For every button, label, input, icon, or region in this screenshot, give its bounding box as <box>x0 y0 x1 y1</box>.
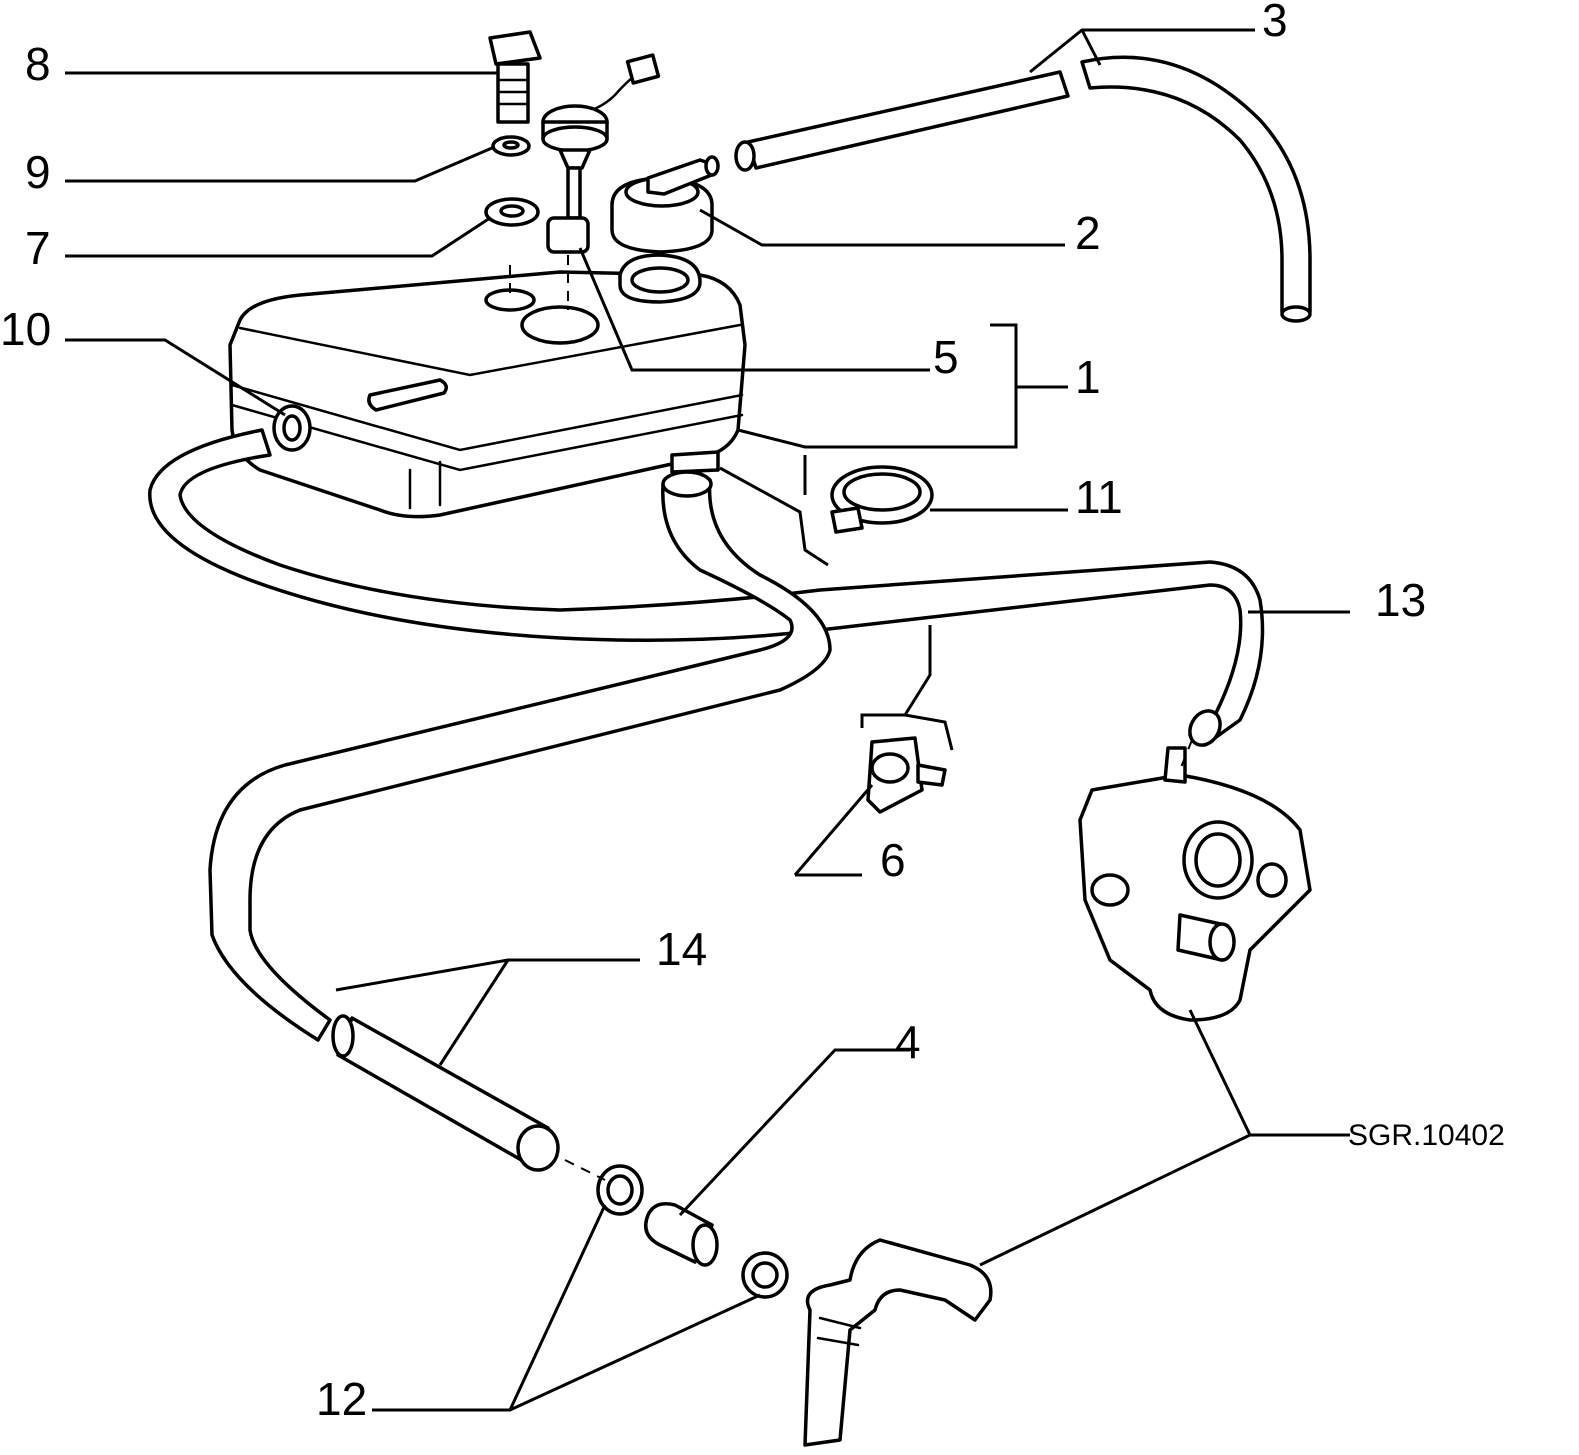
callout-8: 8 <box>25 38 51 90</box>
part-14-lower-hose <box>208 470 832 1172</box>
callout-5: 5 <box>933 331 959 383</box>
callout-14: 14 <box>656 923 707 975</box>
part-5-level-sensor <box>541 53 661 254</box>
callout-10: 10 <box>0 303 51 355</box>
part-7-grommet <box>484 197 540 227</box>
callout-1: 1 <box>1075 351 1101 403</box>
part-2-filler-cap <box>610 155 720 254</box>
callout-labels: 8 9 7 10 3 2 5 1 11 13 6 14 4 12 SGR.104… <box>0 0 1505 1425</box>
part-3-upper-hose <box>734 55 1312 323</box>
part-6-clip <box>866 736 947 814</box>
part-12-clamps <box>596 1164 789 1299</box>
callout-12: 12 <box>316 1373 367 1425</box>
part-8-bolt <box>488 30 542 124</box>
reference-code: SGR.10402 <box>1348 1119 1505 1152</box>
bottom-pipe <box>803 1238 993 1447</box>
callout-3: 3 <box>1262 0 1288 46</box>
part-4-fitting <box>644 1202 719 1267</box>
callout-9: 9 <box>25 146 51 198</box>
part-9-washer <box>491 135 531 157</box>
part-13-long-hose <box>148 428 1265 747</box>
leader-lines <box>65 28 1350 1412</box>
part-10-clamp <box>272 404 312 452</box>
callout-6: 6 <box>880 834 906 886</box>
callout-4: 4 <box>895 1016 921 1068</box>
callout-2: 2 <box>1075 207 1101 259</box>
assembly-dash-lines <box>509 255 1193 1181</box>
callout-7: 7 <box>25 222 51 274</box>
part-11-clamp <box>830 465 934 534</box>
callout-11: 11 <box>1075 471 1123 523</box>
callout-13: 13 <box>1375 574 1426 626</box>
thermostat-housing <box>1078 746 1312 1022</box>
